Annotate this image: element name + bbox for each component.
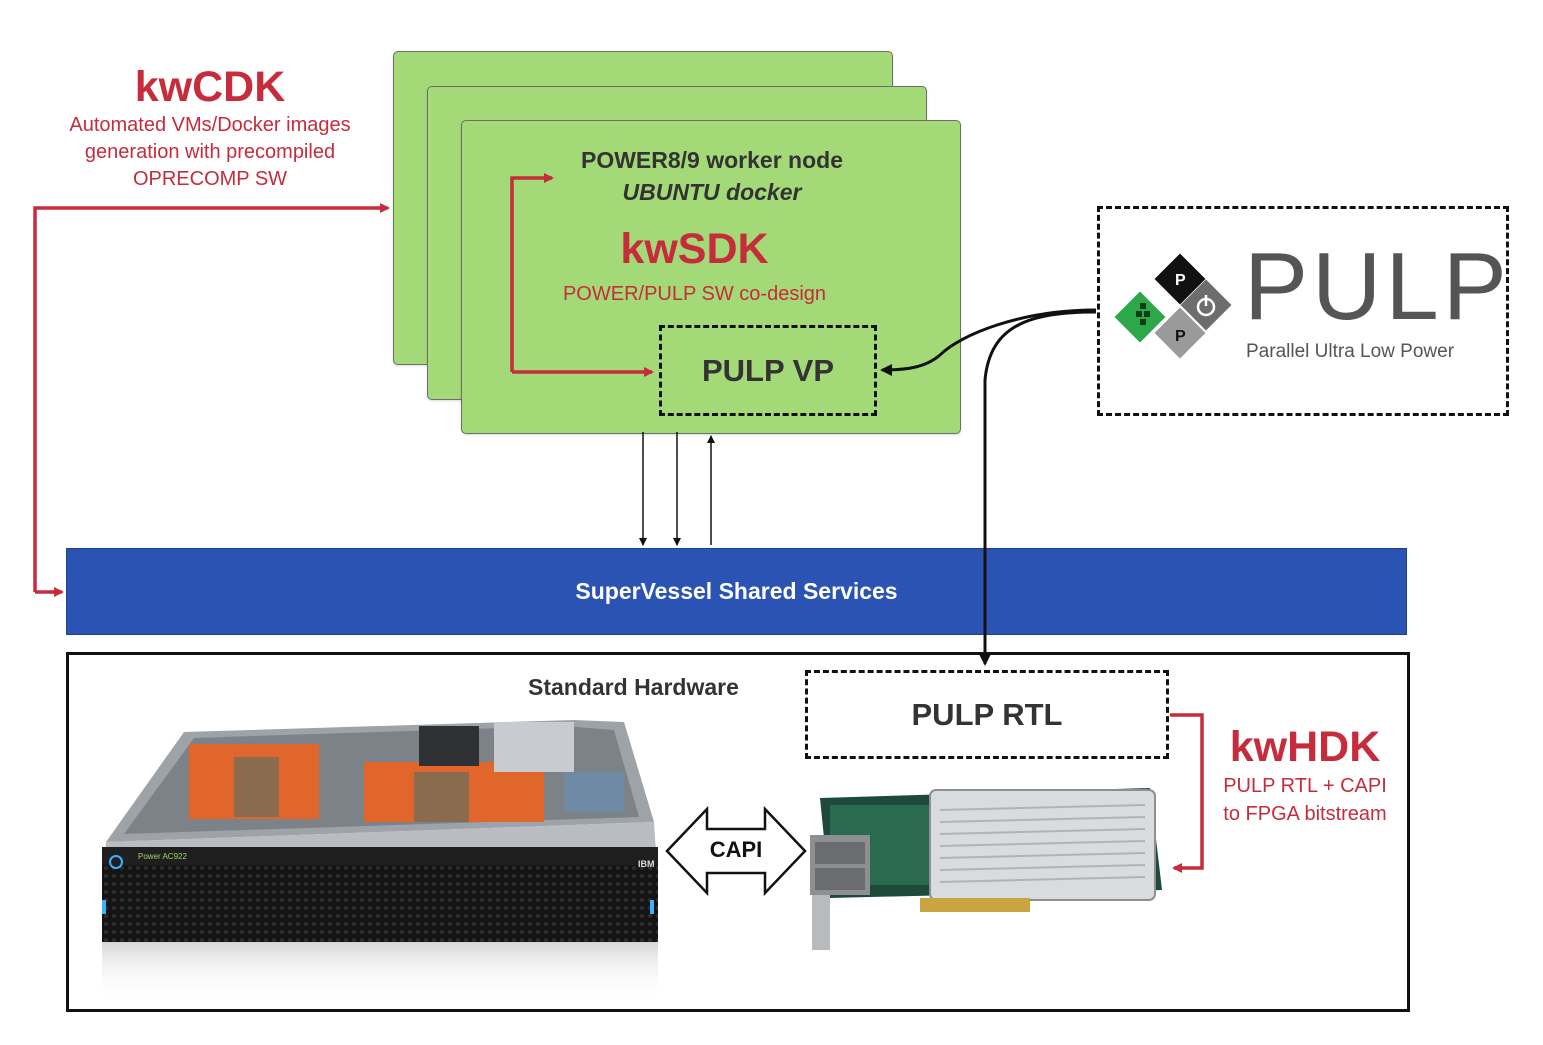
kwhdk-arrow <box>1170 713 1204 873</box>
standard-hardware-title: Standard Hardware <box>528 674 739 700</box>
kwsdk-arrow-to-worker-title <box>510 173 554 372</box>
kwcdk-block: kwCDK Automated VMs/Docker images genera… <box>30 62 390 193</box>
heatsink-left <box>189 744 319 819</box>
kwhdk-block: kwHDK PULP RTL + CAPI to FPGA bitstream <box>1200 722 1410 828</box>
puzzle-piece-black: P <box>1154 253 1206 305</box>
pulp-wordmark: PULP <box>1244 233 1511 340</box>
worker-node-title: POWER8/9 worker node <box>580 147 843 173</box>
pulp-to-rtl-arrow <box>979 310 1097 666</box>
kwhdk-desc-line1: PULP RTL + CAPI <box>1223 775 1387 797</box>
kwhdk-desc-line2: to FPGA bitstream <box>1223 803 1387 825</box>
kwcdk-desc-line1: Automated VMs/Docker images <box>69 114 351 136</box>
kwhdk-title: kwHDK <box>1229 723 1381 771</box>
pulp-vp-label: PULP VP <box>701 352 835 388</box>
pulp-tagline: Parallel Ultra Low Power <box>1246 341 1455 362</box>
pulp-puzzle-logo: P P <box>1114 253 1232 359</box>
kwcdk-desc-line3: OPRECOMP SW <box>132 168 288 190</box>
pulp-vp-box: PULP VP <box>659 325 877 416</box>
pulp-rtl-label: PULP RTL <box>911 696 1063 732</box>
kwcdk-title: kwCDK <box>134 63 286 111</box>
worker-node-subtitle: UBUNTU docker <box>622 179 802 205</box>
heatsink-right <box>364 762 544 822</box>
capi-double-arrow: CAPI <box>665 805 807 897</box>
power-server-illustration: Power AC922 IBM <box>102 720 658 1000</box>
puzzle-letter-top: P <box>1175 272 1186 289</box>
puzzle-piece-green <box>1114 291 1166 343</box>
worker-card-front: POWER8/9 worker node UBUNTU docker kwSDK… <box>461 120 961 434</box>
server-brand-label: IBM <box>638 859 655 869</box>
kwcdk-arrow-to-worker <box>33 203 390 592</box>
kwsdk-desc: POWER/PULP SW co-design <box>562 283 827 305</box>
puzzle-piece-gray-power <box>1180 279 1232 331</box>
supervessel-bar: SuperVessel Shared Services <box>66 548 1407 635</box>
server-model-label: Power AC922 <box>138 852 187 861</box>
puzzle-piece-lightgray: P <box>1154 307 1206 359</box>
capi-label: CAPI <box>710 837 763 862</box>
pulp-to-vp-arrow <box>880 308 1097 376</box>
puzzle-letter-bottom: P <box>1175 328 1186 345</box>
pulp-rtl-box: PULP RTL <box>805 670 1169 759</box>
supervessel-label: SuperVessel Shared Services <box>575 578 898 604</box>
kwsdk-title: kwSDK <box>620 225 769 273</box>
standard-hardware-box <box>66 652 1410 1012</box>
fpga-card-illustration <box>810 788 1162 950</box>
kwcdk-desc-line2: generation with precompiled <box>84 141 336 163</box>
pulp-logo-box: P P PULP Parallel Ultra Low Power <box>1097 206 1509 416</box>
